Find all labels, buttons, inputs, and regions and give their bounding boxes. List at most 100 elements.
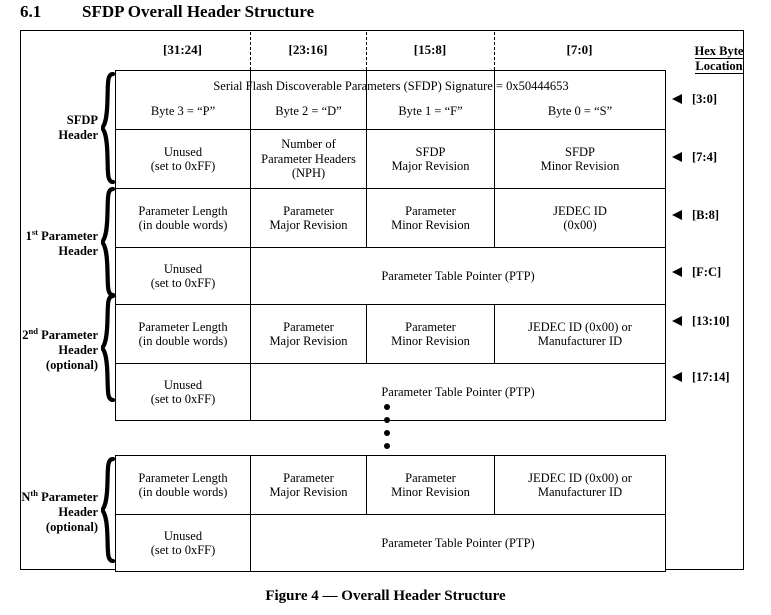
cell-text: Major Revision bbox=[269, 334, 348, 348]
hex-marker-label: [F:C] bbox=[692, 264, 722, 279]
group-label-text: SFDP Header bbox=[58, 113, 98, 143]
cell-text: Parameter bbox=[283, 319, 334, 334]
group-label-line3: (optional) bbox=[45, 519, 98, 534]
group-label-text: 1st Parameter Header bbox=[26, 225, 98, 259]
signature-byte0: Byte 0 = “S” bbox=[547, 103, 613, 118]
left-triangle-icon bbox=[672, 210, 682, 220]
group-label-paramN-header: Nth Parameter Header (optional) bbox=[14, 455, 115, 565]
hex-marker-17-14: [17:14] bbox=[672, 369, 756, 385]
cell-text: Unused bbox=[163, 377, 203, 392]
ordinal-suffix: st bbox=[31, 226, 38, 237]
cell-text: Parameter bbox=[283, 203, 334, 218]
dashed-guide-2 bbox=[366, 32, 367, 70]
ordinal-suffix: th bbox=[30, 487, 38, 498]
signature-byte1: Byte 1 = “F” bbox=[398, 103, 463, 118]
cell-param2-length: Parameter Length (in double words) bbox=[115, 304, 251, 364]
cell-text: (set to 0xFF) bbox=[150, 159, 216, 173]
vertical-ellipsis bbox=[380, 404, 394, 456]
cell-text: Unused bbox=[163, 144, 203, 159]
cell-text: Parameter Headers bbox=[261, 151, 356, 166]
bit-header-23-16: [23:16] bbox=[288, 42, 328, 57]
group-label-line1: 1st Parameter bbox=[25, 226, 98, 244]
group-label-line1: 2nd Parameter bbox=[22, 325, 98, 342]
group-label-line2: Header bbox=[58, 342, 98, 357]
cell-text: Minor Revision bbox=[540, 159, 620, 173]
cell-text: Parameter Length bbox=[138, 319, 228, 334]
cell-paramN-jedec-id: JEDEC ID (0x00) or Manufacturer ID bbox=[494, 455, 666, 515]
cell-text: Major Revision bbox=[269, 218, 348, 232]
cell-text: Major Revision bbox=[391, 159, 470, 173]
signature-byte3: Byte 3 = “P” bbox=[150, 103, 216, 118]
curly-brace-icon bbox=[101, 72, 115, 184]
cell-text: (in double words) bbox=[138, 218, 228, 232]
hex-marker-label: [7:4] bbox=[692, 149, 717, 164]
cell-signature-byte0: Byte 0 = “S” bbox=[494, 70, 666, 130]
hex-marker-label: [17:14] bbox=[692, 369, 730, 384]
cell-text: (in double words) bbox=[138, 485, 228, 499]
group-label-param2-header: 2nd Parameter Header (optional) bbox=[14, 292, 115, 404]
cell-signature-byte2: Byte 2 = “D” bbox=[250, 70, 367, 130]
bit-header-31-24: [31:24] bbox=[163, 42, 202, 57]
cell-text: (set to 0xFF) bbox=[150, 276, 216, 290]
table-row-sfdp-signature: Serial Flash Discoverable Parameters (SF… bbox=[115, 70, 666, 130]
group-label-text: Nth Parameter Header (optional) bbox=[21, 485, 98, 534]
cell-signature-byte3: Serial Flash Discoverable Parameters (SF… bbox=[115, 70, 569, 130]
left-triangle-icon bbox=[672, 316, 682, 326]
ordinal-suffix: nd bbox=[28, 325, 38, 336]
cell-text: Parameter bbox=[405, 470, 456, 485]
cell-paramN-unused: Unused (set to 0xFF) bbox=[115, 514, 251, 572]
cell-text: Number of bbox=[281, 137, 336, 152]
table-row-param1-ptp: Unused (set to 0xFF) Parameter Table Poi… bbox=[115, 247, 666, 305]
hex-marker-label: [13:10] bbox=[692, 313, 730, 328]
cell-text: (in double words) bbox=[138, 334, 228, 348]
group-label-line1: Nth Parameter bbox=[21, 487, 98, 504]
hex-marker-13-10: [13:10] bbox=[672, 313, 756, 329]
cell-paramN-length: Parameter Length (in double words) bbox=[115, 455, 251, 515]
cell-text: (0x00) bbox=[563, 218, 597, 232]
cell-param2-major-revision: Parameter Major Revision bbox=[250, 304, 367, 364]
cell-text: SFDP bbox=[565, 144, 595, 159]
cell-param2-unused: Unused (set to 0xFF) bbox=[115, 363, 251, 421]
cell-param1-unused: Unused (set to 0xFF) bbox=[115, 247, 251, 305]
left-triangle-icon bbox=[672, 94, 682, 104]
curly-brace-icon bbox=[101, 457, 115, 563]
cell-paramN-ptp: Parameter Table Pointer (PTP) bbox=[250, 514, 666, 572]
hex-marker-3-0: [3:0] bbox=[672, 91, 756, 107]
cell-param1-length: Parameter Length (in double words) bbox=[115, 188, 251, 248]
ellipsis-dot bbox=[384, 417, 390, 423]
left-triangle-icon bbox=[672, 152, 682, 162]
hex-marker-label: [3:0] bbox=[692, 91, 717, 106]
curly-brace-icon bbox=[101, 294, 115, 402]
cell-param1-minor-revision: Parameter Minor Revision bbox=[366, 188, 495, 248]
dashed-guide-3 bbox=[494, 32, 495, 70]
ellipsis-dot bbox=[384, 443, 390, 449]
section-number: 6.1 bbox=[20, 2, 42, 21]
table-row-param2-first-dword: Parameter Length (in double words) Param… bbox=[115, 304, 666, 364]
left-triangle-icon bbox=[672, 267, 682, 277]
group-label-line1: SFDP bbox=[66, 113, 98, 127]
cell-text: (set to 0xFF) bbox=[150, 392, 216, 406]
cell-text: Unused bbox=[163, 528, 203, 543]
hex-byte-location-line1: Hex Byte bbox=[694, 44, 744, 59]
overall-header-table-bottom: Parameter Length (in double words) Param… bbox=[115, 455, 666, 572]
bit-header-15-8: [15:8] bbox=[413, 42, 447, 57]
group-label-line2: Header bbox=[58, 128, 98, 142]
cell-text: Minor Revision bbox=[391, 485, 470, 499]
group-label-line2: Header bbox=[58, 504, 98, 519]
cell-sfdp2-unused: Unused (set to 0xFF) bbox=[115, 129, 251, 189]
group-label-param1-header: 1st Parameter Header bbox=[14, 186, 115, 298]
hex-marker-B-8: [B:8] bbox=[672, 207, 756, 223]
cell-text: Parameter bbox=[283, 470, 334, 485]
table-row-param2-ptp: Unused (set to 0xFF) Parameter Table Poi… bbox=[115, 363, 666, 421]
section-title: SFDP Overall Header Structure bbox=[82, 2, 315, 21]
group-label-line3: (optional) bbox=[45, 357, 98, 372]
cell-paramN-major-revision: Parameter Major Revision bbox=[250, 455, 367, 515]
signature-byte2: Byte 2 = “D” bbox=[275, 103, 342, 118]
cell-text: JEDEC ID (0x00) or bbox=[528, 470, 632, 485]
hex-byte-location-line2: Location bbox=[695, 59, 743, 74]
cell-param2-minor-revision: Parameter Minor Revision bbox=[366, 304, 495, 364]
cell-param2-ptp: Parameter Table Pointer (PTP) bbox=[250, 363, 666, 421]
cell-text: Manufacturer ID bbox=[537, 334, 623, 348]
cell-text: Parameter Length bbox=[138, 470, 228, 485]
ellipsis-dot bbox=[384, 404, 390, 410]
